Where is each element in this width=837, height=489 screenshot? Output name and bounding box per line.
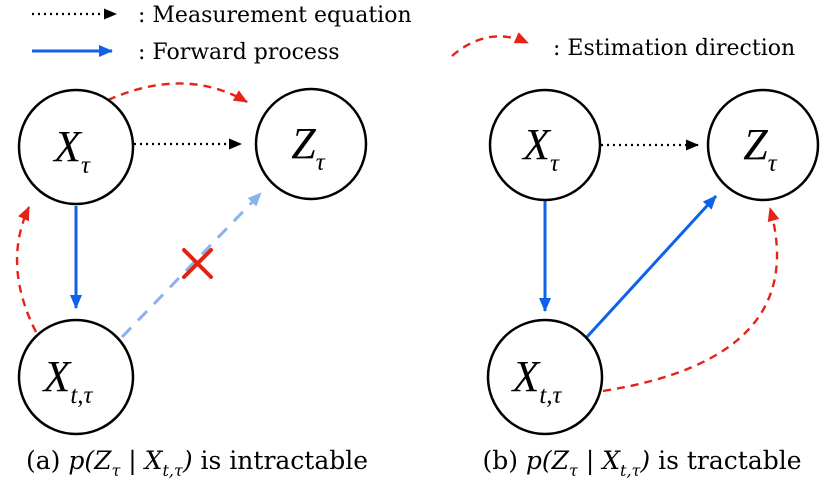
node-b-z-tau: Zτ: [706, 88, 820, 202]
node-a-z-tau: Zτ: [254, 87, 368, 201]
edge-a-estimation-left: [15, 206, 38, 333]
legend-estimation-arrow-icon: [451, 32, 529, 57]
node-b-z-tau-main: Z: [743, 120, 768, 169]
cross-icon: [182, 248, 213, 279]
caption-a-m2: | X: [120, 446, 163, 476]
node-a-x-tau-main: X: [52, 122, 83, 171]
node-b-x-t-tau: Xt,τ: [486, 318, 604, 436]
caption-a-s1: τ: [111, 461, 121, 480]
caption-b-prefix: (b): [482, 446, 525, 475]
caption-b-s2: t,τ: [620, 461, 642, 480]
cross-stroke-2: [182, 248, 213, 279]
node-a-x-t-tau-circle: [17, 318, 135, 436]
caption-b-s1: τ: [569, 461, 579, 480]
legend: : Measurement equation : Forward process…: [32, 3, 795, 65]
node-b-x-tau-circle: [488, 88, 602, 202]
legend-estimation-label: : Estimation direction: [553, 36, 795, 61]
node-b-x-tau: Xτ: [488, 88, 602, 202]
node-a-z-tau-main: Z: [291, 119, 316, 168]
node-b-x-t-tau-main: X: [510, 352, 541, 401]
node-b-z-tau-sub: τ: [768, 150, 778, 177]
node-a-x-tau-sub: τ: [81, 152, 91, 179]
figure-a: Xτ Zτ Xt,τ (a) p(Zτ | Xt,τ) is intractab…: [15, 82, 368, 480]
caption-b-suffix: is tractable: [650, 446, 801, 475]
node-b-x-t-tau-label: Xt,τ: [510, 352, 562, 409]
node-a-x-t-tau-label: Xt,τ: [41, 352, 93, 409]
edge-b-estimation: [602, 207, 780, 393]
node-b-x-tau-label: Xτ: [521, 120, 560, 177]
node-a-x-t-tau: Xt,τ: [17, 318, 135, 436]
node-b-x-t-tau-sub: t,τ: [539, 382, 562, 409]
caption-b-m2: | X: [578, 446, 621, 476]
edge-a-estimation-top: [107, 82, 248, 104]
node-a-z-tau-circle: [254, 87, 368, 201]
caption-b-m3: ): [639, 446, 650, 475]
node-a-x-tau-circle: [17, 88, 135, 206]
node-b-z-tau-label: Zτ: [743, 120, 777, 177]
edge-b-forward-diagonal: [584, 194, 718, 340]
node-a-z-tau-label: Zτ: [291, 119, 325, 176]
legend-forward-label: : Forward process: [138, 40, 340, 65]
node-a-x-tau-label: Xτ: [52, 122, 91, 179]
legend-measurement-label: : Measurement equation: [138, 3, 412, 28]
caption-a-m1: p(Z: [68, 446, 112, 475]
node-a-z-tau-sub: τ: [316, 149, 326, 176]
caption-a-m3: ): [182, 446, 193, 475]
node-b-z-tau-circle: [706, 88, 820, 202]
node-a-x-tau: Xτ: [17, 88, 135, 206]
edge-a-intractable: [120, 191, 263, 339]
node-a-x-t-tau-main: X: [41, 352, 72, 401]
node-b-x-tau-sub: τ: [550, 150, 560, 177]
caption-b-m1: p(Z: [526, 446, 570, 475]
node-b-x-t-tau-circle: [486, 318, 604, 436]
figure-b: Xτ Zτ Xt,τ (b) p(Zτ | Xt,τ) is tractable: [482, 88, 820, 480]
caption-a: (a) p(Zτ | Xt,τ) is intractable: [26, 446, 368, 480]
caption-a-prefix: (a): [26, 446, 68, 475]
node-a-x-t-tau-sub: t,τ: [70, 382, 93, 409]
node-b-x-tau-main: X: [521, 120, 552, 169]
caption-b: (b) p(Zτ | Xt,τ) is tractable: [482, 446, 801, 480]
caption-a-suffix: is intractable: [193, 446, 368, 475]
caption-a-s2: t,τ: [162, 461, 184, 480]
